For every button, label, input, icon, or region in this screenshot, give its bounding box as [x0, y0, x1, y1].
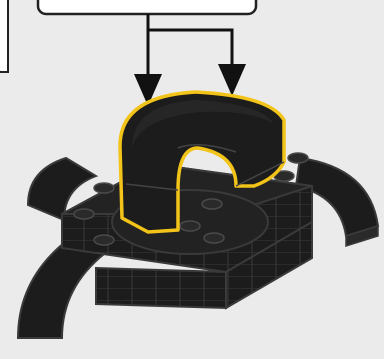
stud-icon [94, 183, 114, 193]
stud-icon [202, 199, 222, 209]
stud-icon [288, 153, 308, 163]
callout-frame [0, 0, 256, 72]
stud-icon [94, 235, 114, 245]
arrow-branch-right [148, 30, 232, 66]
stud-icon [204, 233, 224, 243]
stud-icon [180, 221, 200, 231]
stud-icon [74, 209, 94, 219]
arrow-head-right-icon [218, 64, 246, 96]
